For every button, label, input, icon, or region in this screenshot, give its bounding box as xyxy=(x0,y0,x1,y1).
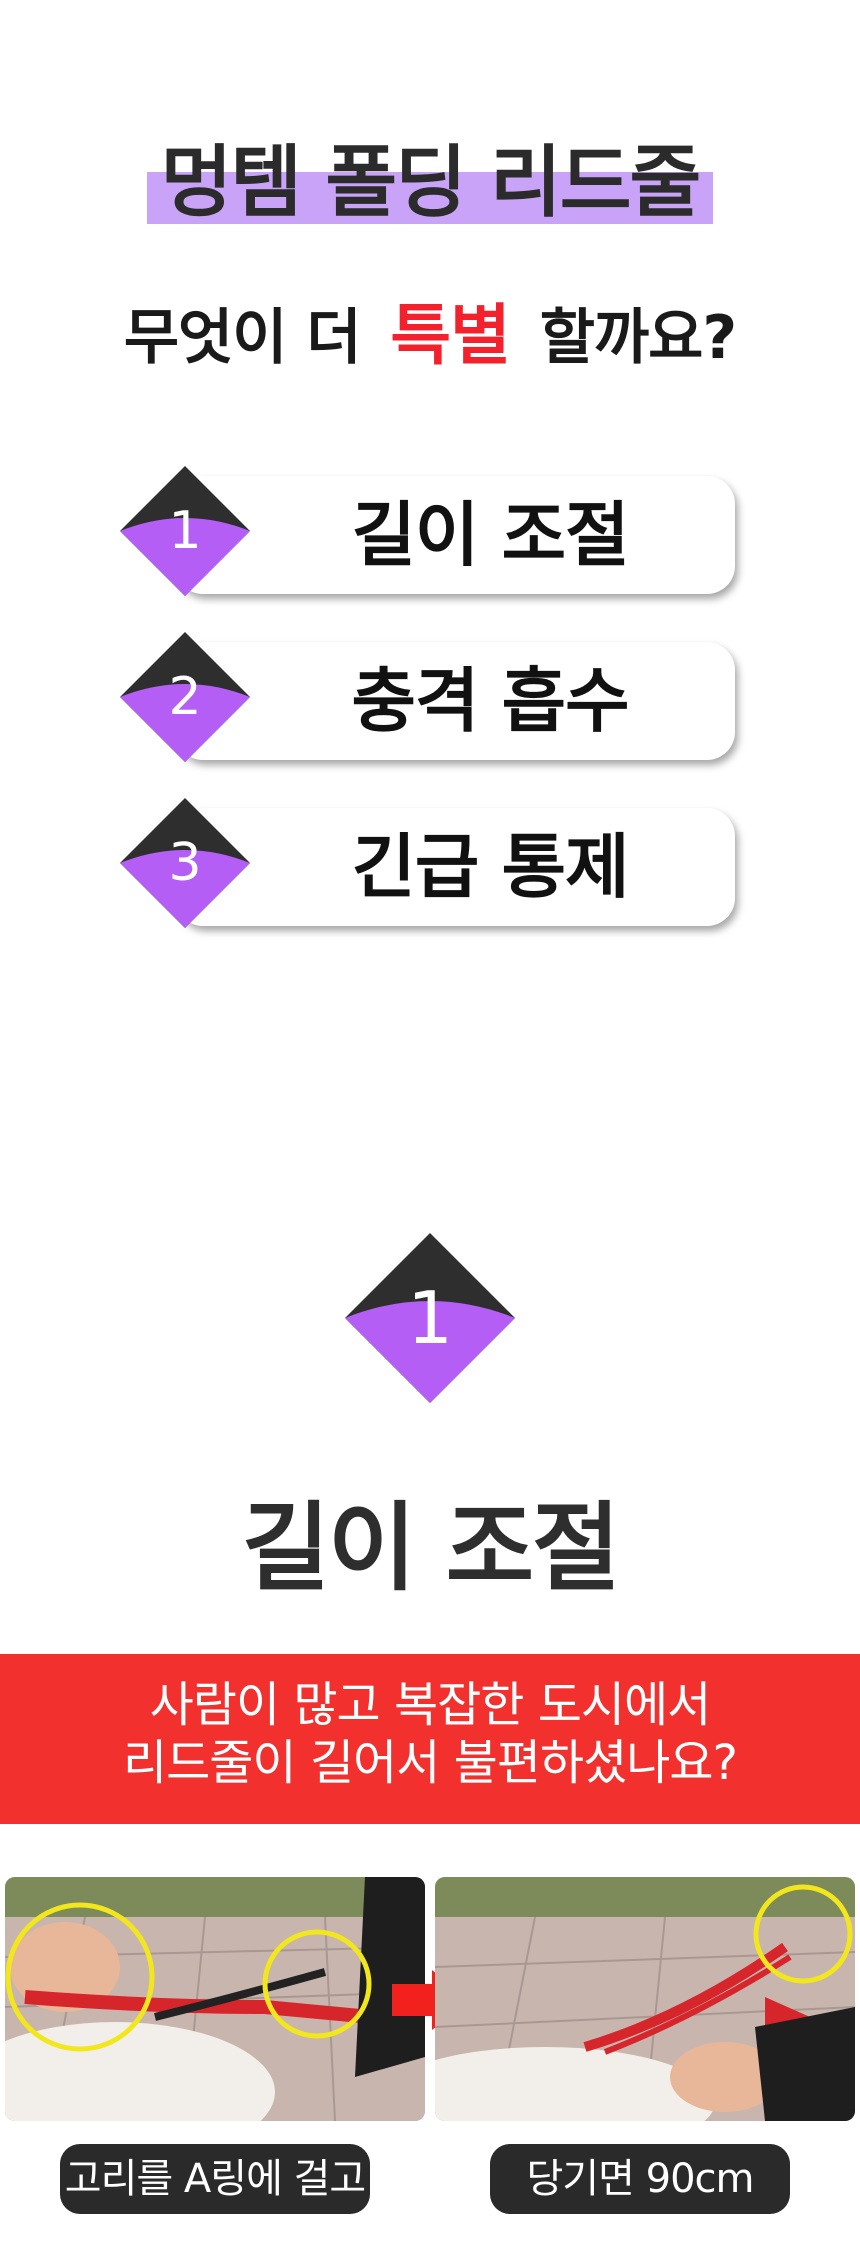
subtitle-post: 할까요? xyxy=(539,303,737,373)
feature-pill xyxy=(175,642,735,760)
subtitle-pre: 무엇이 더 xyxy=(123,303,362,373)
problem-banner: 사람이 많고 복잡한 도시에서 리드줄이 길어서 불편하셨나요? xyxy=(0,1654,860,1824)
feature-label: 충격 흡수 xyxy=(351,660,630,742)
number-badge-icon: 2 xyxy=(120,632,250,762)
subtitle-accent: 특별 xyxy=(390,297,510,374)
subtitle: 무엇이 더 특별 할까요? xyxy=(0,282,860,378)
section-number: 1 xyxy=(407,1276,453,1360)
photo-step-2 xyxy=(435,1877,855,2121)
section-number-badge-icon: 1 xyxy=(345,1233,515,1403)
number-badge-icon: 3 xyxy=(120,798,250,928)
feature-label: 길이 조절 xyxy=(351,494,630,576)
feature-item-length: 1 길이 조절 xyxy=(120,466,740,596)
feature-item-emergency: 3 긴급 통제 xyxy=(120,798,740,928)
title-wrap: 멍템 폴딩 리드줄 xyxy=(0,138,860,228)
feature-pill xyxy=(175,476,735,594)
feature-number: 3 xyxy=(168,833,202,893)
feature-label: 긴급 통제 xyxy=(351,826,630,908)
section-title: 길이 조절 xyxy=(241,1492,621,1604)
number-badge-icon: 1 xyxy=(120,466,250,596)
step-caption-1: 고리를 A링에 걸고 xyxy=(60,2144,370,2214)
banner-line-1: 사람이 많고 복잡한 도시에서 xyxy=(149,1677,712,1733)
feature-number: 1 xyxy=(168,501,202,561)
feature-item-shock: 2 충격 흡수 xyxy=(120,632,740,762)
page-title: 멍템 폴딩 리드줄 xyxy=(146,138,714,228)
photo-step-1 xyxy=(5,1877,425,2121)
feature-number: 2 xyxy=(168,667,202,727)
banner-line-2: 리드줄이 길어서 불편하셨나요? xyxy=(122,1735,738,1791)
feature-pill xyxy=(175,808,735,926)
step-caption-2: 당기면 90cm xyxy=(490,2144,790,2214)
